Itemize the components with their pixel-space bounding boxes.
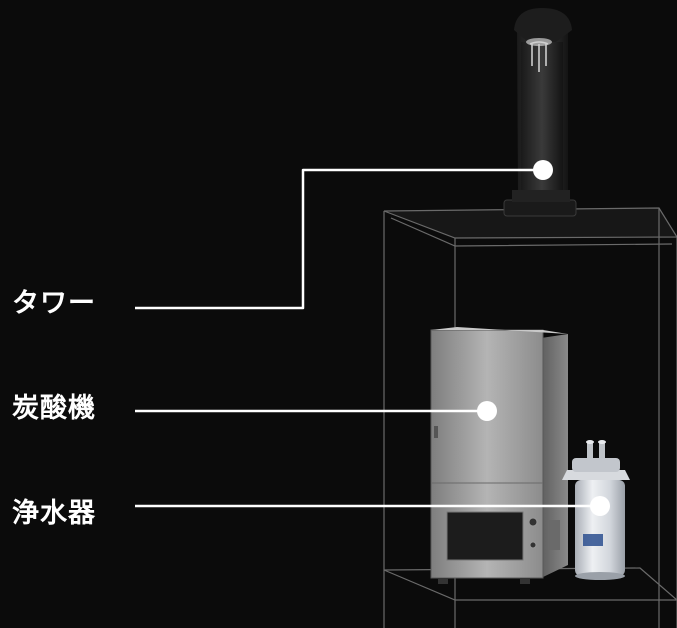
- carbonator-label: 炭酸機: [12, 393, 96, 424]
- callout-lines: [135, 168, 600, 508]
- carbonator-unit: [430, 327, 568, 584]
- cabinet-outline: [383, 207, 677, 628]
- water-filter-unit: [562, 440, 630, 580]
- tower-faucet: [503, 8, 577, 217]
- carbonator-marker-dot: [477, 401, 497, 421]
- tower-marker-dot: [533, 160, 553, 180]
- tower-label: タワー: [12, 288, 96, 319]
- filter-marker-dot: [590, 496, 610, 516]
- tower-callout-line: [135, 168, 543, 310]
- water-filter-label: 浄水器: [12, 498, 96, 529]
